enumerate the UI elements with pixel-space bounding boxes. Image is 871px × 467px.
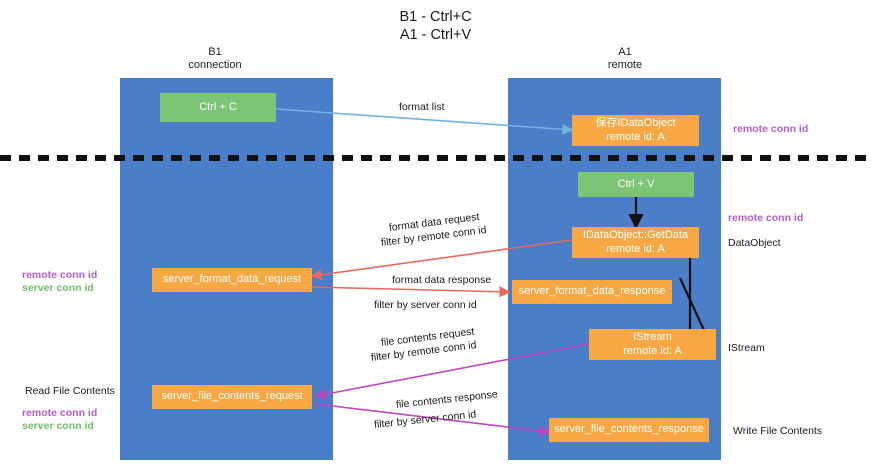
box-server-file-contents-request-label: server_file_contents_request (161, 390, 303, 403)
annotation-left-remote-conn-id-2: remote conn id (22, 407, 98, 419)
annotation-left-server-conn-id: server conn id (22, 282, 94, 294)
box-server-format-data-response[interactable]: server_format_data_response (512, 280, 672, 304)
edge-label-file-contents-response: file contents response (395, 388, 499, 411)
connector-format-data-response (311, 286, 511, 298)
page-title-line1: B1 - Ctrl+C (399, 9, 472, 25)
filter-prefix-4: filter by (373, 415, 412, 431)
lane-header-b1: B1 connection (150, 46, 280, 72)
phase-divider (0, 155, 871, 161)
box-ctrl-c-label: Ctrl + C (199, 100, 237, 113)
lane-header-a1: A1 remote (560, 46, 690, 72)
lane-header-b1-name: B1 (208, 46, 222, 58)
page-title-line2: A1 - Ctrl+V (399, 27, 472, 43)
box-server-format-data-request[interactable]: server_format_data_request (152, 268, 312, 292)
edge-label-file-contents-response-filter: filter by server conn id (373, 407, 477, 432)
box-ctrl-c[interactable]: Ctrl + C (160, 93, 276, 122)
box-server-file-contents-request[interactable]: server_file_contents_request (152, 385, 312, 409)
edge-label-format-data-response-filter: filter by server conn id (374, 298, 477, 312)
filter-prefix-2: filter by (374, 299, 411, 311)
filter-key-server-conn-id-1: server conn id (410, 299, 477, 311)
annotation-dataobject: DataObject (728, 237, 781, 249)
box-ctrl-v-label: Ctrl + V (617, 177, 655, 190)
box-server-format-data-response-label: server_format_data_response (518, 285, 666, 298)
annotation-write-file-contents: Write File Contents (733, 425, 823, 437)
annotation-left-server-conn-id-2: server conn id (22, 420, 94, 432)
box-istream[interactable]: IStream remote id: A (589, 329, 716, 360)
box-ctrl-v[interactable]: Ctrl + V (578, 172, 694, 197)
annotation-remote-conn-id-top: remote conn id (733, 123, 809, 135)
annotation-read-file-contents: Read File Contents (25, 385, 115, 397)
lane-header-a1-name: A1 (618, 46, 632, 58)
box-server-file-contents-response-label: server_file_contents_response (554, 423, 704, 436)
filter-prefix-1: filter by (380, 232, 419, 249)
page-title: B1 - Ctrl+C A1 - Ctrl+V (0, 8, 871, 44)
annotation-remote-conn-id-mid: remote conn id (728, 212, 804, 224)
box-save-idataobject-line1: 保存IDataObject (595, 117, 676, 129)
box-server-format-data-request-label: server_format_data_request (162, 273, 302, 286)
box-idataobject-getdata[interactable]: IDataObject::GetData remote id: A (572, 227, 699, 258)
box-getdata-line2: remote id: A (606, 242, 665, 255)
lane-header-a1-sub: remote (607, 59, 643, 71)
filter-prefix-3: filter by (370, 347, 409, 364)
annotation-left-remote-conn-id: remote conn id (22, 269, 98, 281)
lane-header-b1-sub: connection (188, 59, 242, 71)
filter-key-server-conn-id-2: server conn id (409, 408, 477, 428)
box-istream-line2: remote id: A (623, 344, 682, 357)
edge-label-format-list: format list (399, 101, 445, 113)
box-getdata-line1: IDataObject::GetData (582, 229, 689, 241)
box-server-file-contents-response[interactable]: server_file_contents_response (549, 418, 709, 442)
box-istream-line1: IStream (633, 331, 672, 343)
box-save-idataobject[interactable]: 保存IDataObject remote id: A (572, 115, 699, 146)
edge-label-format-data-response: format data response (392, 274, 492, 286)
annotation-istream: IStream (728, 342, 765, 354)
box-save-idataobject-line2: remote id: A (606, 130, 665, 143)
